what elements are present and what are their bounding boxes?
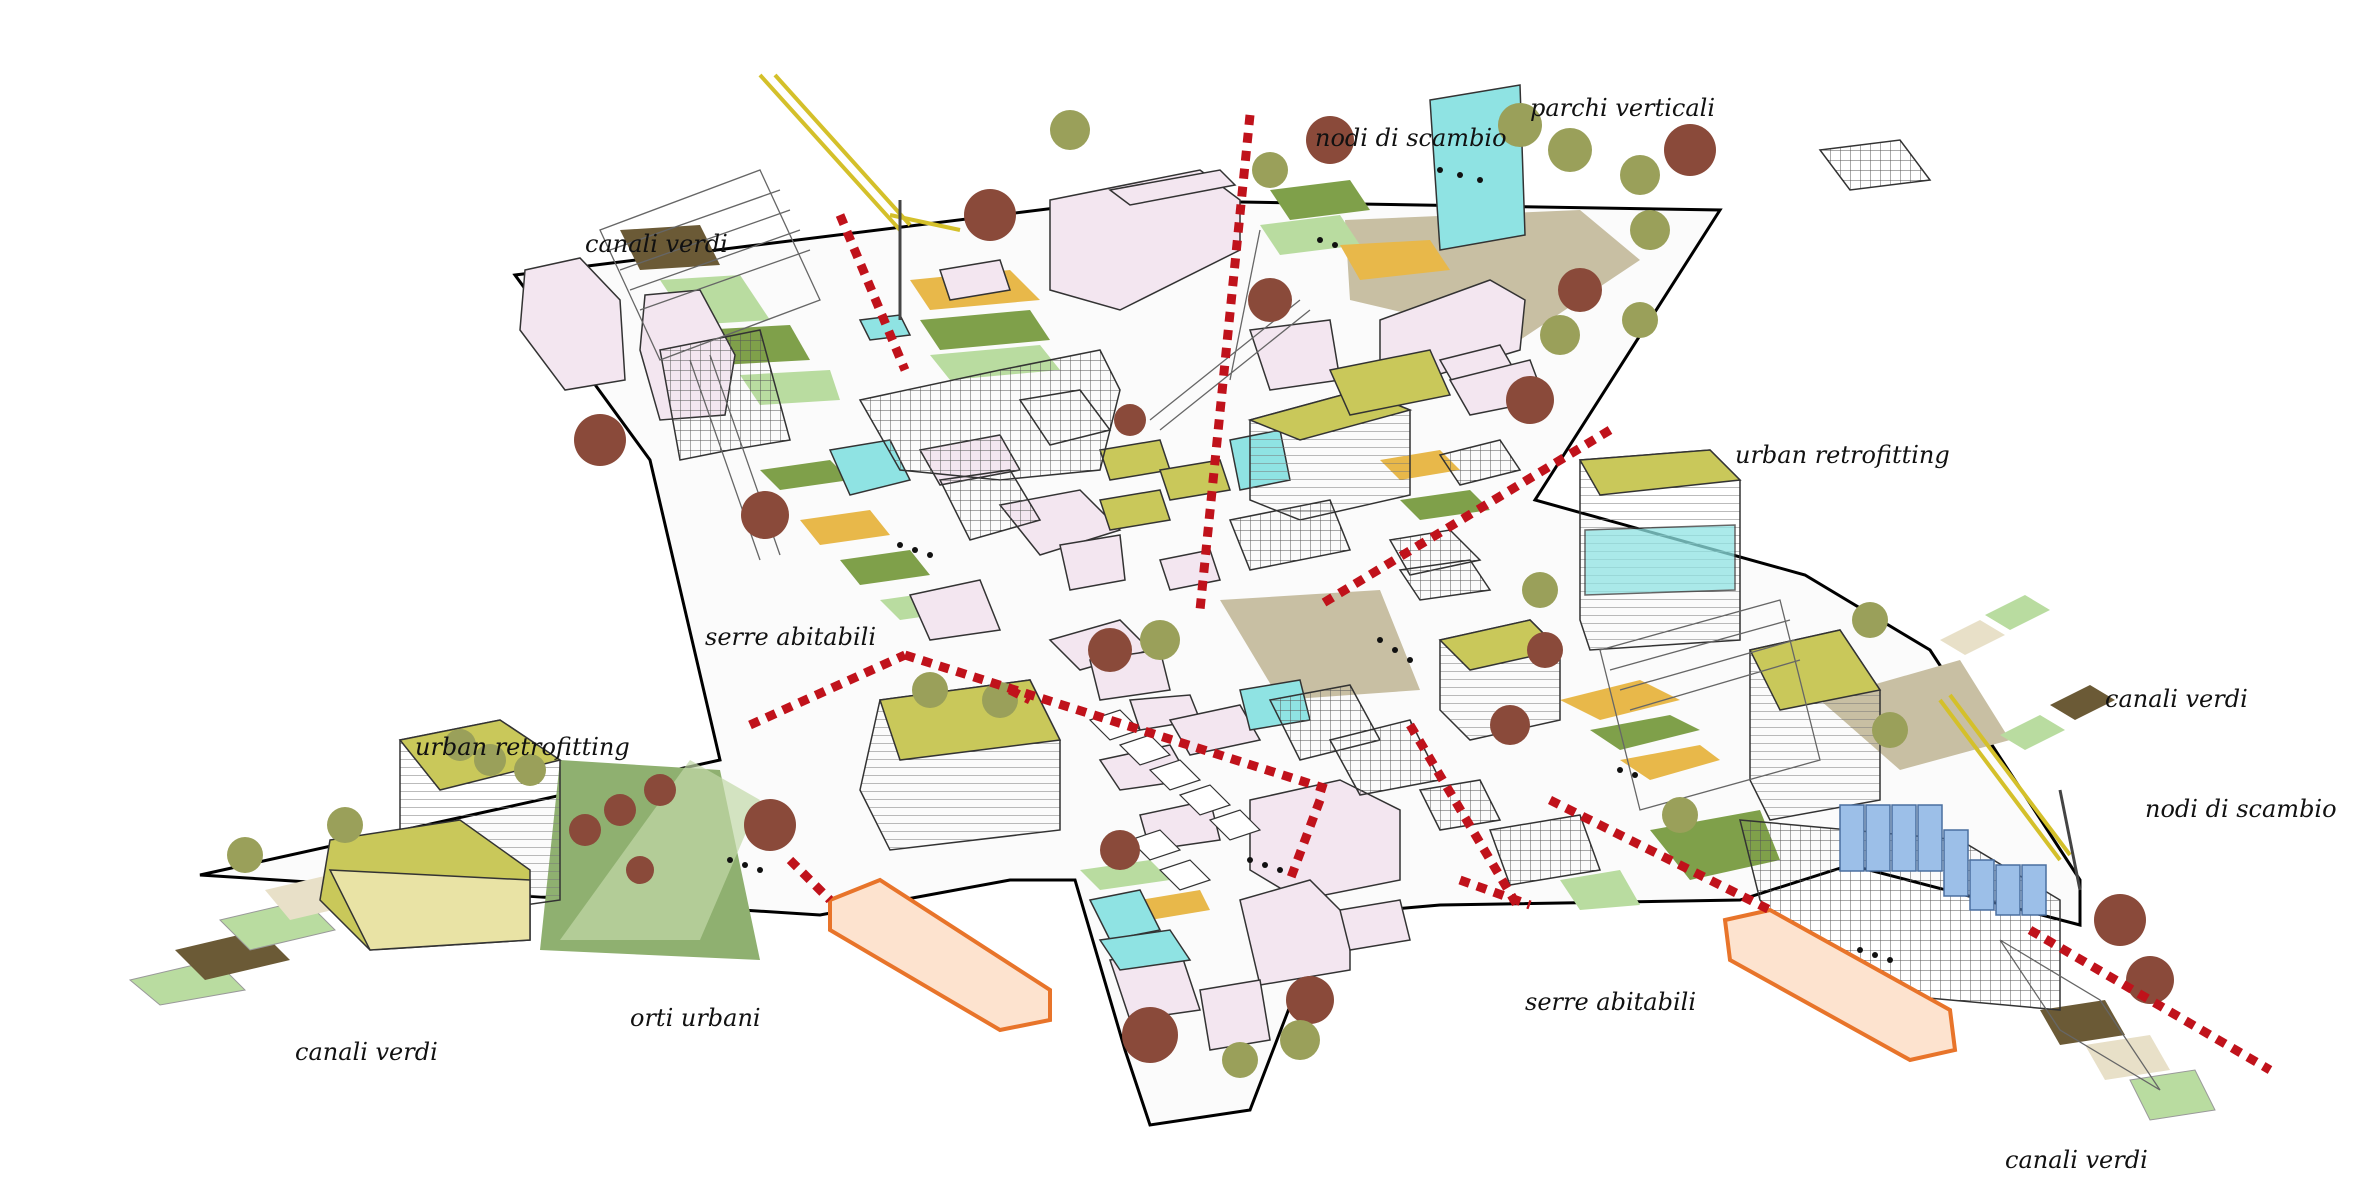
label-serre-abitabili-left: serre abitabili	[705, 625, 876, 649]
label-nodi-di-scambio-right: nodi di scambio	[2145, 797, 2337, 821]
label-urban-retrofitting-right: urban retrofitting	[1735, 443, 1950, 467]
label-nodi-di-scambio-top: nodi di scambio	[1315, 126, 1507, 150]
label-canali-verdi-bottom-left: canali verdi	[295, 1040, 438, 1064]
label-orti-urbani: orti urbani	[630, 1006, 761, 1030]
label-urban-retrofitting-left: urban retrofitting	[415, 735, 630, 759]
label-canali-verdi-bottom-right: canali verdi	[2005, 1148, 2148, 1172]
label-serre-abitabili-bottom: serre abitabili	[1525, 990, 1696, 1014]
label-canali-verdi-right: canali verdi	[2105, 687, 2248, 711]
label-parchi-verticali: parchi verticali	[1530, 96, 1715, 120]
tram-left	[830, 880, 1050, 1030]
label-canali-verdi-top: canali verdi	[585, 232, 728, 256]
